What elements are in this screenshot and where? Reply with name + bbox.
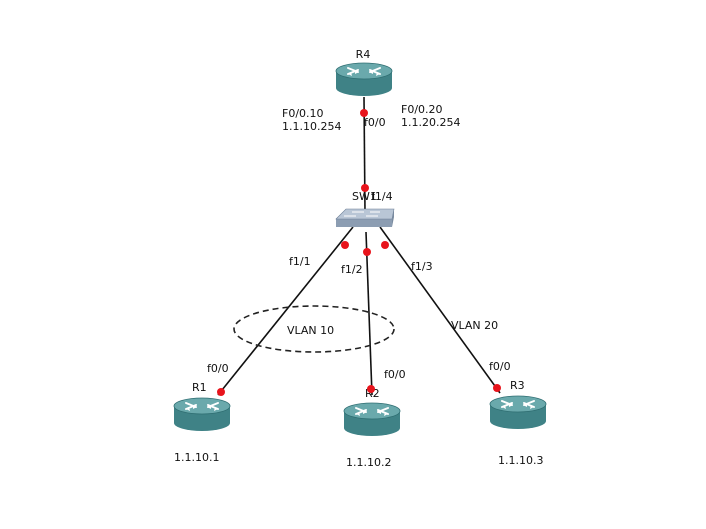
- router-r2[interactable]: [343, 402, 401, 437]
- port-dot-r4-f00: [360, 109, 368, 117]
- sw1-port-f12-label: f1/2: [341, 263, 363, 276]
- sw1-port-f11-label: f1/1: [289, 255, 311, 268]
- switch-sw1[interactable]: [335, 208, 395, 227]
- port-dot-r1-f00: [217, 388, 225, 396]
- port-dot-r2-f00: [367, 385, 375, 393]
- port-dot-sw1-f12: [363, 248, 371, 256]
- r1-ip: 1.1.10.1: [174, 451, 219, 464]
- r1-port-label: f0/0: [207, 362, 229, 375]
- vlan10-ellipse: [233, 305, 395, 353]
- port-dot-sw1-f13: [381, 241, 389, 249]
- r4-port-label: f0/0: [364, 116, 386, 129]
- r1-label: R1: [192, 381, 207, 394]
- vlan20-label: VLAN 20: [451, 319, 498, 332]
- sw1-port-f13-label: f1/3: [411, 260, 433, 273]
- r3-port-label: f0/0: [489, 360, 511, 373]
- r2-ip: 1.1.10.2: [346, 456, 391, 469]
- port-dot-r3-f00: [493, 384, 501, 392]
- router-icon: [489, 395, 547, 430]
- port-dot-sw1-f11: [341, 241, 349, 249]
- vlan10-label: VLAN 10: [287, 324, 334, 337]
- r2-port-label: f0/0: [384, 368, 406, 381]
- sw1-uplink-port-label: f1/4: [371, 190, 393, 203]
- r3-label: R3: [510, 379, 525, 392]
- link-sw1-r1: [217, 226, 354, 396]
- router-icon: [335, 62, 393, 97]
- port-dot-sw1-f14: [361, 184, 369, 192]
- router-icon: [343, 402, 401, 437]
- router-r3[interactable]: [489, 395, 547, 430]
- link-sw1-r2: [365, 231, 373, 396]
- r4-subif-10-name: F0/0.10: [282, 107, 324, 120]
- switch-icon: [335, 208, 395, 227]
- link-sw1-r3: [379, 226, 501, 394]
- r4-subif-20-name: F0/0.20: [401, 103, 443, 116]
- router-r1[interactable]: [173, 397, 231, 432]
- sw1-label: SW1: [352, 190, 377, 203]
- router-r4[interactable]: [335, 62, 393, 97]
- r4-subif-20-ip: 1.1.20.254: [401, 116, 460, 129]
- r4-label: R4: [356, 48, 371, 61]
- r3-ip: 1.1.10.3: [498, 454, 543, 467]
- router-icon: [173, 397, 231, 432]
- r4-subif-10-ip: 1.1.10.254: [282, 120, 341, 133]
